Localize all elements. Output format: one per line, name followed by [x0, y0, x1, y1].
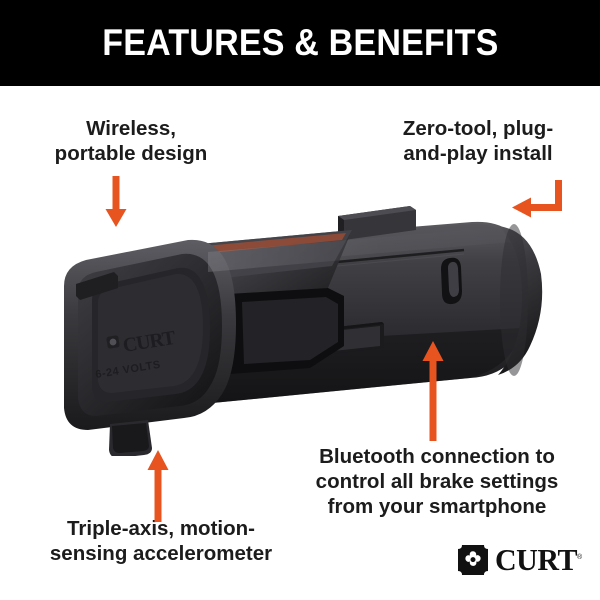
elbow-arrow-zero-tool-icon [512, 180, 584, 228]
callout-accelerometer: Triple-axis, motion- sensing acceleromet… [49, 517, 273, 565]
curt-wordmark: CURT® [495, 543, 582, 577]
header-banner: FEATURES & BENEFITS [0, 0, 600, 86]
product-image: CURT 6-24 VOLTS [52, 196, 562, 456]
callout-bluetooth: Bluetooth connection to control all brak… [315, 445, 559, 518]
page-title: FEATURES & BENEFITS [101, 22, 499, 63]
up-arrow-bluetooth-icon [421, 341, 445, 441]
curt-wordmark-text: CURT [495, 543, 577, 578]
curt-pinwheel-icon [458, 544, 488, 575]
callout-zero-tool: Zero-tool, plug- and-play install [402, 117, 554, 165]
down-arrow-wireless-icon [104, 176, 128, 228]
callout-wireless: Wireless, portable design [54, 117, 208, 165]
product-geometry: CURT 6-24 VOLTS [64, 206, 543, 456]
registered-trademark: ® [576, 553, 582, 562]
up-arrow-accelerometer-icon [146, 450, 170, 522]
curt-brand-logo: CURT® [458, 543, 582, 576]
